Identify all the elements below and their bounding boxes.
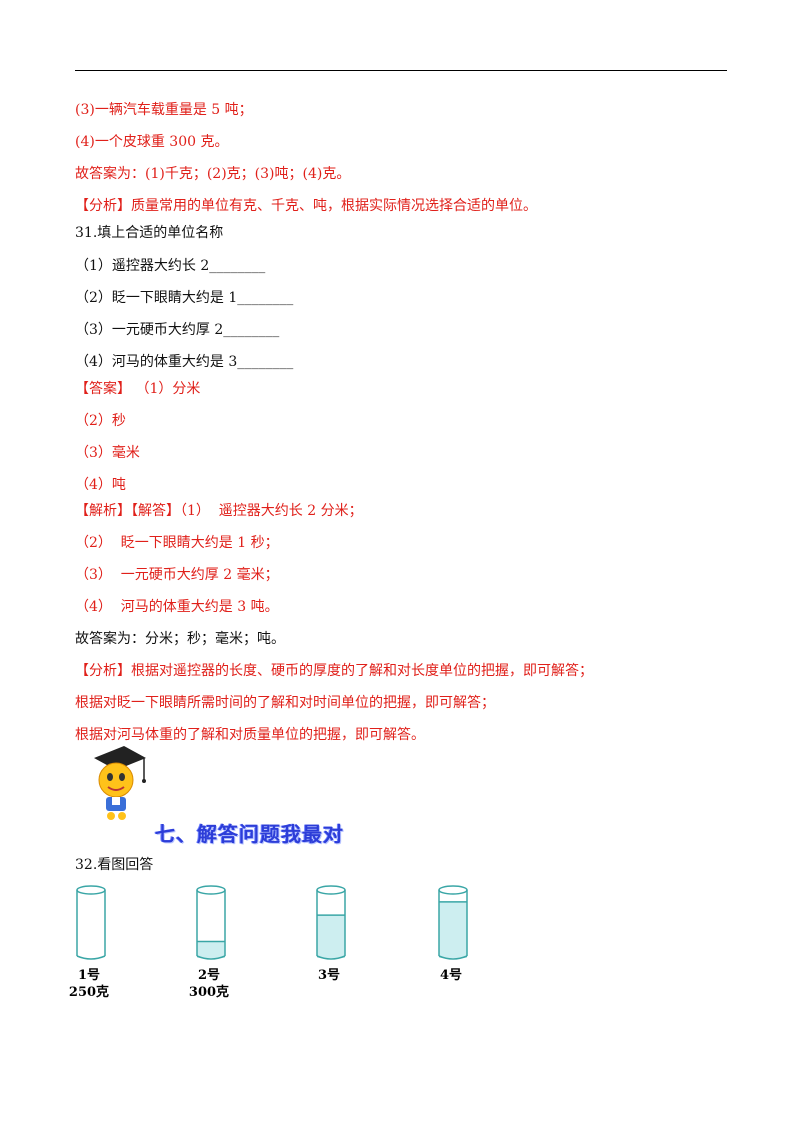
cup-3-name: 3号 bbox=[317, 968, 341, 983]
explanation-line: （2） 眨一下眼睛大约是 1 秒； bbox=[75, 535, 279, 551]
answer-line: （3）毫米 bbox=[75, 445, 140, 461]
text-line: (4)一个皮球重 300 克。 bbox=[75, 134, 229, 150]
explanation-line: 【解析】【解答】（1） 遥控器大约长 2 分米； bbox=[75, 503, 363, 519]
graduate-mascot-icon bbox=[94, 746, 146, 820]
explanation-line: （4） 河马的体重大约是 3 吨。 bbox=[75, 599, 279, 615]
cup-3-icon bbox=[316, 885, 346, 960]
analysis-line: 【分析】根据对遥控器的长度、硬币的厚度的了解和对长度单位的把握，即可解答； bbox=[75, 663, 593, 679]
question-31-title: 31.填上合适的单位名称 bbox=[75, 225, 224, 241]
answer-line: 【答案】 （1）分米 bbox=[75, 381, 201, 397]
analysis-line: 根据对眨一下眼睛所需时间的了解和对时间单位的把握，即可解答； bbox=[75, 695, 495, 711]
section-banner: 七、解答问题我最对 bbox=[155, 822, 344, 846]
explanation-line: （3） 一元硬币大约厚 2 毫米； bbox=[75, 567, 279, 583]
cup-4-name: 4号 bbox=[439, 968, 463, 983]
answer-line: （4）吨 bbox=[75, 477, 126, 493]
question-31-item-2: （2）眨一下眼睛大约是 1________ bbox=[75, 290, 294, 306]
answer-line: （2）秒 bbox=[75, 413, 126, 429]
analysis-line: 根据对河马体重的了解和对质量单位的把握，即可解答。 bbox=[75, 727, 425, 743]
header-rule bbox=[75, 70, 727, 71]
cup-1-icon bbox=[76, 885, 106, 960]
cup-4-icon bbox=[438, 885, 468, 960]
question-32-title: 32.看图回答 bbox=[75, 857, 154, 873]
question-31-item-4: （4）河马的体重大约是 3________ bbox=[75, 354, 294, 370]
cup-2-weight: 300克 bbox=[188, 985, 230, 1000]
question-31-item-1: （1）遥控器大约长 2________ bbox=[75, 258, 266, 274]
text-line: 故答案为：(1)千克；(2)克；(3)吨；(4)克。 bbox=[75, 166, 351, 182]
analysis-line: 【分析】质量常用的单位有克、千克、吨，根据实际情况选择合适的单位。 bbox=[75, 198, 537, 214]
cup-2-name: 2号 bbox=[197, 968, 221, 983]
text-line: (3)一辆汽车载重量是 5 吨； bbox=[75, 102, 253, 118]
cup-1-weight: 250克 bbox=[68, 985, 110, 1000]
final-answer-line: 故答案为：分米；秒；毫米；吨。 bbox=[75, 631, 285, 647]
question-31-item-3: （3）一元硬币大约厚 2________ bbox=[75, 322, 280, 338]
cup-2-icon bbox=[196, 885, 226, 960]
cup-1-name: 1号 bbox=[77, 968, 101, 983]
